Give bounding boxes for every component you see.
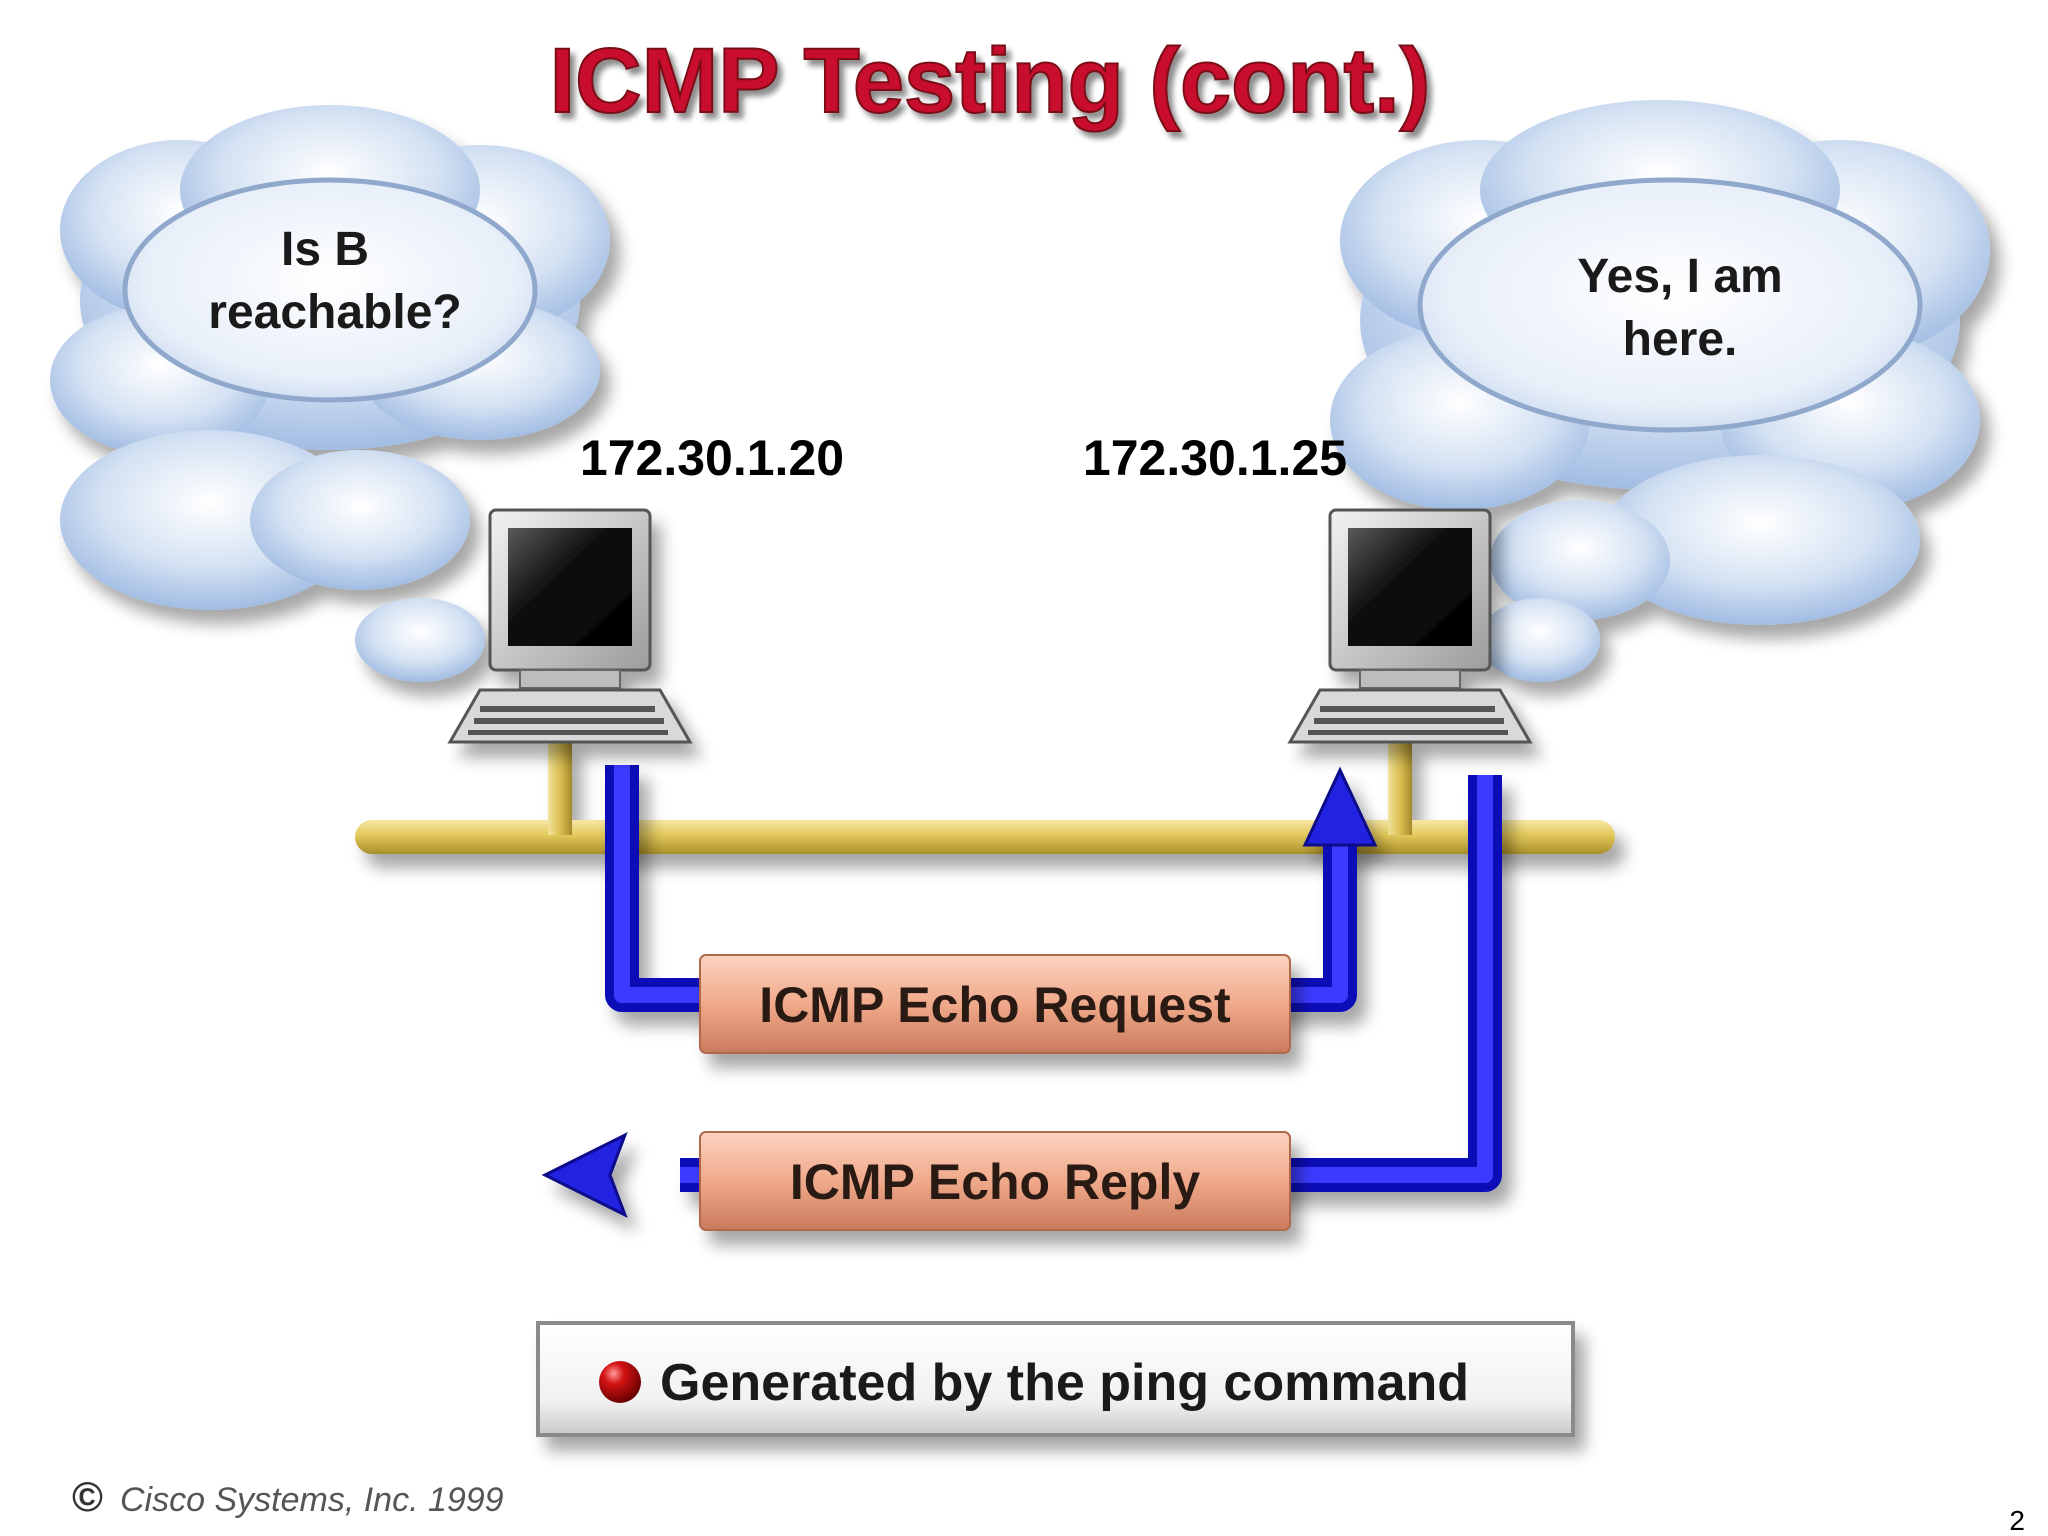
computer-icon xyxy=(1287,508,1533,744)
page-number: 2 xyxy=(2009,1505,2025,1536)
host-b-ip: 172.30.1.25 xyxy=(1083,430,1347,486)
slide-title: ICMP Testing (cont.) xyxy=(550,30,1431,132)
copyright-text: Cisco Systems, Inc. 1999 xyxy=(120,1481,504,1519)
thought-cloud-left xyxy=(50,105,610,682)
legend-box xyxy=(536,1321,1575,1437)
thought-cloud-right xyxy=(1330,100,1990,682)
thought-right-line1: Yes, I am xyxy=(1577,250,1782,303)
thought-left-line1: Is B xyxy=(281,223,369,276)
thought-right-line2: here. xyxy=(1623,313,1738,366)
computer-icon xyxy=(447,508,693,744)
thought-left-line2: reachable? xyxy=(208,286,461,339)
legend-text: Generated by the ping command xyxy=(660,1354,1469,1412)
echo-reply-text: ICMP Echo Reply xyxy=(790,1154,1200,1210)
red-ball-icon xyxy=(599,1361,641,1403)
host-a-ip: 172.30.1.20 xyxy=(580,430,844,486)
echo-reply-label xyxy=(699,1131,1291,1231)
network-bus xyxy=(355,740,1615,854)
echo-request-text: ICMP Echo Request xyxy=(759,977,1231,1033)
echo-request-label xyxy=(699,954,1291,1054)
copyright-symbol: © xyxy=(72,1473,103,1520)
